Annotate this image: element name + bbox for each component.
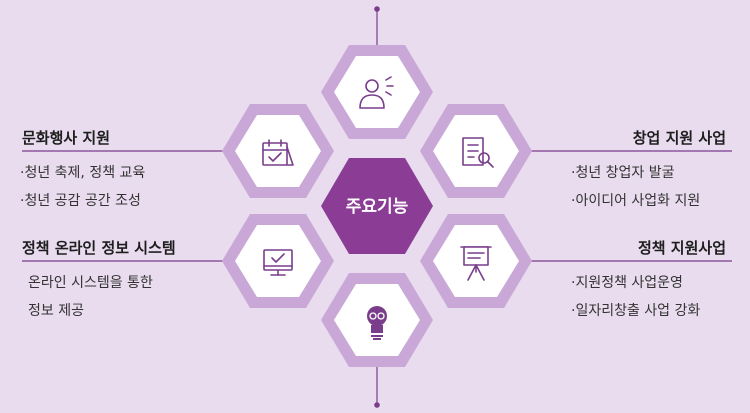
left-top-title: 문화행사 지원	[22, 129, 111, 147]
right-bottom-title: 정책 지원사업	[637, 239, 726, 257]
document-search-icon	[462, 137, 494, 168]
right-top-item-1: ·청년 창업자 발굴	[571, 165, 675, 181]
hex-top	[321, 45, 433, 139]
person-speaking-icon	[359, 76, 394, 109]
left-bottom-item-1: 온라인 시스템을 통한	[28, 275, 153, 291]
monitor-check-icon	[263, 249, 293, 276]
lightbulb-icon	[367, 306, 387, 340]
presentation-board-icon	[460, 246, 492, 281]
left-top-item-1: ·청년 축제, 정책 교육	[20, 165, 146, 181]
calendar-check-icon	[262, 139, 294, 166]
hex-center: 주요기능	[321, 158, 433, 254]
center-label: 주요기능	[346, 197, 409, 217]
hex-upper-left	[222, 104, 334, 198]
connector-bottom-dot	[374, 402, 380, 408]
right-bottom-item-2: ·일자리창출 사업 강화	[571, 303, 701, 319]
right-bottom-item-1: ·지원정책 사업운영	[571, 275, 683, 291]
right-top-title: 창업 지원 사업	[632, 129, 726, 147]
left-top-item-2: ·청년 공감 공간 조성	[20, 193, 141, 209]
left-bottom-title: 정책 온라인 정보 시스템	[22, 239, 176, 257]
connector-top-dot	[374, 6, 380, 12]
right-top-item-2: ·아이디어 사업화 지원	[571, 193, 701, 209]
left-bottom-item-2: 정보 제공	[28, 303, 84, 319]
